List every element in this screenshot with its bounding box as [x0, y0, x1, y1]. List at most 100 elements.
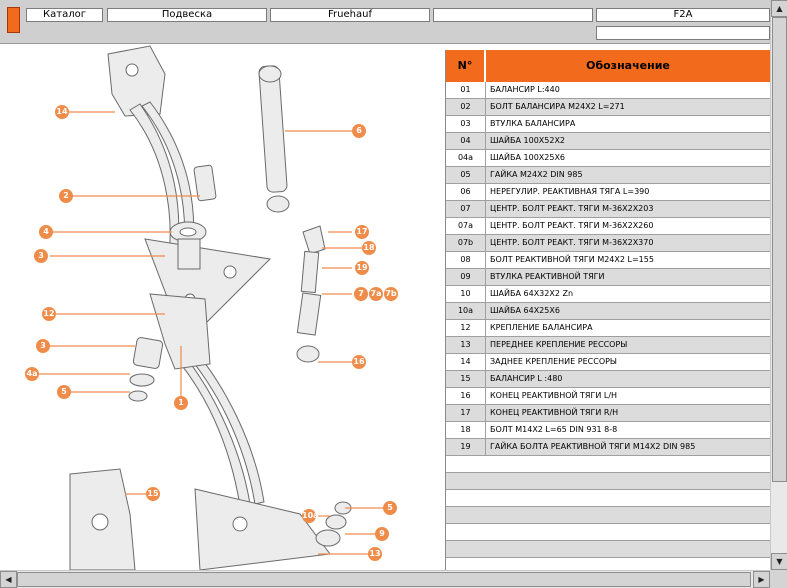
part-number-cell	[446, 456, 486, 472]
scroll-up-icon[interactable]: ▲	[771, 0, 787, 17]
scroll-down-icon[interactable]: ▼	[771, 553, 787, 570]
table-row[interactable]: 09 ВТУЛКА РЕАКТИВНОЙ ТЯГИ	[446, 269, 770, 286]
logo-tab[interactable]	[7, 7, 20, 33]
part-number-cell: 09	[446, 269, 486, 285]
callout-7a[interactable]: 7a	[369, 287, 383, 301]
scroll-left-icon[interactable]: ◀	[0, 571, 17, 588]
table-row[interactable]: 19 ГАЙКА БОЛТА РЕАКТИВНОЙ ТЯГИ M14X2 DIN …	[446, 439, 770, 456]
part-number-cell: 07	[446, 201, 486, 217]
part-number-cell: 14	[446, 354, 486, 370]
part-number-cell: 03	[446, 116, 486, 132]
table-row[interactable]	[446, 456, 770, 473]
callout-12[interactable]: 12	[42, 307, 56, 321]
callout-18[interactable]: 18	[362, 241, 376, 255]
part-name-cell: ГАЙКА БОЛТА РЕАКТИВНОЙ ТЯГИ M14X2 DIN 98…	[490, 442, 696, 451]
callout-2[interactable]: 2	[59, 189, 73, 203]
callout-19[interactable]: 19	[355, 261, 369, 275]
parts-diagram: 14 6 2 4 17 18 3 19 7 7a 7b 12 3 16 4a 5…	[0, 44, 444, 570]
table-row[interactable]: 12 КРЕПЛЕНИЕ БАЛАНСИРА	[446, 320, 770, 337]
part-number-cell: 13	[446, 337, 486, 353]
part-name-cell	[486, 524, 770, 540]
callout-16[interactable]: 16	[352, 355, 366, 369]
callout-17[interactable]: 17	[355, 225, 369, 239]
callout-7b[interactable]: 7b	[384, 287, 398, 301]
breadcrumb-catalog[interactable]: Каталог	[26, 8, 103, 22]
breadcrumb-empty[interactable]	[433, 8, 593, 22]
part-number-cell: 19	[446, 439, 486, 455]
table-row[interactable]	[446, 490, 770, 507]
table-row[interactable]	[446, 473, 770, 490]
part-number-cell: 17	[446, 405, 486, 421]
callout-5-lower[interactable]: 5	[383, 501, 397, 515]
part-name-cell	[486, 507, 770, 523]
part-name-cell: ВТУЛКА РЕАКТИВНОЙ ТЯГИ	[490, 272, 605, 281]
callout-3[interactable]: 3	[34, 249, 48, 263]
sub-field	[596, 26, 770, 40]
scroll-right-icon[interactable]: ▶	[753, 571, 770, 588]
table-row[interactable]	[446, 507, 770, 524]
callout-3-lower[interactable]: 3	[36, 339, 50, 353]
part-number-cell	[446, 473, 486, 489]
vertical-scrollbar[interactable]: ▲ ▼	[770, 0, 787, 570]
part-number-cell: 07b	[446, 235, 486, 251]
callout-10a[interactable]: 10a	[302, 509, 319, 523]
callout-9[interactable]: 9	[375, 527, 389, 541]
table-row[interactable]: 14 ЗАДНЕЕ КРЕПЛЕНИЕ РЕССОРЫ	[446, 354, 770, 371]
callout-14[interactable]: 14	[55, 105, 69, 119]
part-name-cell: НЕРЕГУЛИР. РЕАКТИВНАЯ ТЯГА L=390	[490, 187, 650, 196]
part-number-cell: 18	[446, 422, 486, 438]
callout-6[interactable]: 6	[352, 124, 366, 138]
callout-1[interactable]: 1	[174, 396, 188, 410]
part-name-cell	[486, 490, 770, 506]
breadcrumb-suspension[interactable]: Подвеска	[107, 8, 267, 22]
table-row[interactable]: 03 ВТУЛКА БАЛАНСИРА	[446, 116, 770, 133]
part-name-cell	[486, 456, 770, 472]
vertical-scroll-thumb[interactable]	[772, 17, 787, 482]
table-row[interactable]	[446, 541, 770, 558]
part-name-cell: ЗАДНЕЕ КРЕПЛЕНИЕ РЕССОРЫ	[490, 357, 617, 366]
callout-13[interactable]: 13	[368, 547, 382, 561]
part-number-cell	[446, 541, 486, 557]
part-number-cell	[446, 507, 486, 523]
part-number-cell: 02	[446, 99, 486, 115]
part-name-cell: ШАЙБА 64X32X2 Zn	[490, 289, 574, 298]
part-name-cell: ПЕРЕДНЕЕ КРЕПЛЕНИЕ РЕССОРЫ	[490, 340, 628, 349]
part-name-cell: ВТУЛКА БАЛАНСИРА	[490, 119, 576, 128]
top-toolbar: Каталог Подвеска Fruehauf F2A	[0, 0, 770, 44]
scrollbar-corner	[770, 570, 787, 588]
callout-4[interactable]: 4	[39, 225, 53, 239]
part-name-cell: КРЕПЛЕНИЕ БАЛАНСИРА	[490, 323, 593, 332]
callout-7[interactable]: 7	[354, 287, 368, 301]
part-number-cell: 12	[446, 320, 486, 336]
horizontal-scroll-thumb[interactable]	[17, 572, 751, 587]
rear-hanger-shape	[107, 45, 166, 117]
callout-5[interactable]: 5	[57, 385, 71, 399]
part-number-cell: 15	[446, 371, 486, 387]
breadcrumb-model[interactable]: F2A	[596, 8, 770, 22]
callout-4a[interactable]: 4a	[25, 367, 39, 381]
breadcrumb-manufacturer[interactable]: Fruehauf	[270, 8, 430, 22]
table-row[interactable]	[446, 524, 770, 541]
part-name-cell: БОЛТ РЕАКТИВНОЙ ТЯГИ M24X2 L=155	[490, 255, 654, 264]
column-header-number: N°	[446, 50, 486, 82]
part-name-cell: ШАЙБА 100X52X2	[490, 136, 566, 145]
callout-15[interactable]: 15	[146, 487, 160, 501]
table-row[interactable]: 13 ПЕРЕДНЕЕ КРЕПЛЕНИЕ РЕССОРЫ	[446, 337, 770, 354]
horizontal-scrollbar[interactable]: ◀ ▶	[0, 570, 770, 588]
